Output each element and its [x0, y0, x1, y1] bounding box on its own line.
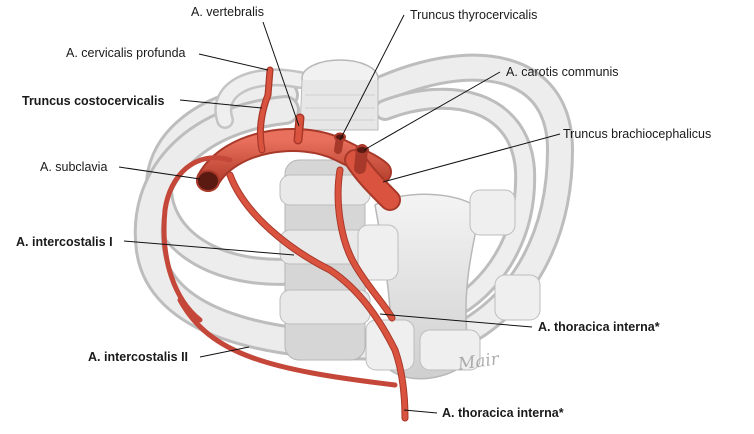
sternum — [357, 189, 541, 380]
label-a-thoracica-interna-lower: A. thoracica interna* — [442, 406, 564, 420]
label-a-carotis-communis: A. carotis communis — [506, 65, 619, 79]
label-truncus-thyrocervicalis: Truncus thyrocervicalis — [410, 8, 538, 22]
label-a-subclavia: A. subclavia — [40, 160, 108, 174]
label-a-intercostalis-i: A. intercostalis I — [16, 235, 113, 249]
subclavia-opening — [196, 170, 220, 192]
label-a-thoracica-interna-upper: A. thoracica interna* — [538, 320, 660, 334]
label-truncus-brachiocephalicus: Truncus brachiocephalicus — [563, 127, 712, 141]
label-a-vertebralis: A. vertebralis — [191, 5, 264, 19]
intercostal-i — [161, 155, 233, 323]
intercostal-ii — [177, 297, 398, 388]
label-a-intercostalis-ii: A. intercostalis II — [88, 350, 189, 364]
label-truncus-costocervicalis: Truncus costocervicalis — [22, 94, 165, 108]
leader-lines — [118, 14, 561, 414]
arteries — [161, 66, 409, 422]
label-a-cervicalis-profunda: A. cervicalis profunda — [66, 46, 186, 60]
